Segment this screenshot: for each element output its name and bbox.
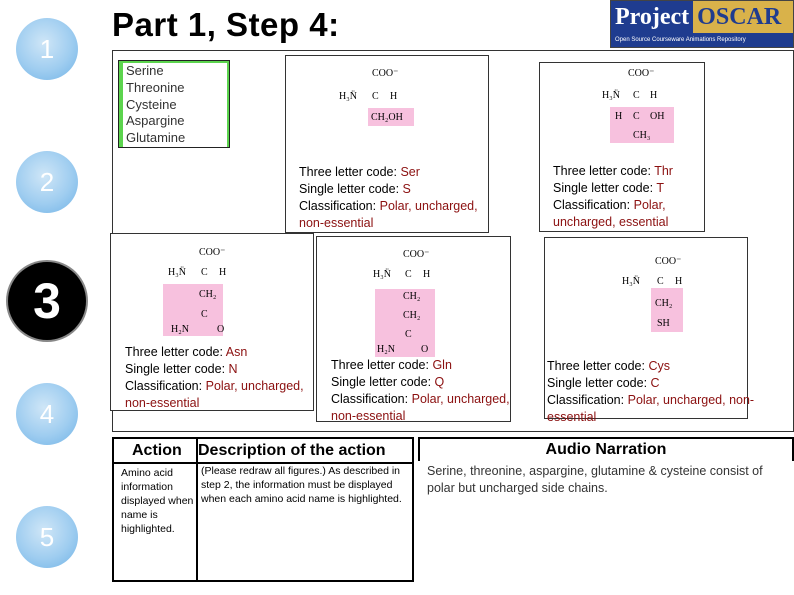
column-divider (196, 439, 198, 580)
glutamine-card: COO⁻ H₃N̈ C H CH₂ CH₂ C H₂N O Three lett… (316, 236, 511, 423)
step-2-badge: 2 (16, 151, 78, 213)
side-chain-highlight (375, 289, 435, 357)
alpha-carbon: C (657, 276, 664, 287)
serine-info: Three letter code: Ser Single letter cod… (299, 165, 478, 230)
step-number: 1 (39, 33, 55, 64)
three-letter-code: Ser (400, 165, 420, 179)
classification: Polar, uncharged, non-essential (299, 199, 478, 230)
step-number: 3 (33, 273, 61, 329)
step-number: 4 (39, 398, 55, 429)
hydroxyl-group: OH (650, 111, 665, 122)
amino-group: H₃N̈ (373, 269, 391, 280)
action-header: Action (132, 442, 182, 459)
single-letter-code: T (656, 181, 664, 195)
step-4-badge: 4 (16, 383, 78, 445)
logo-word-project: Project (611, 1, 694, 33)
asparagine-info: Three letter code: Asn Single letter cod… (125, 345, 304, 410)
hydrogen-atom: H (219, 267, 227, 278)
amino-group: H₃N̈ (168, 267, 186, 278)
header-divider (114, 462, 412, 464)
classification: Polar, uncharged, non-essential (547, 393, 755, 424)
methyl-group: CH₃ (633, 130, 651, 141)
amino-list-item-serine[interactable]: Serine (121, 63, 227, 80)
amino-list-item-aspargine[interactable]: Aspargine (121, 113, 227, 131)
side-chain-highlight (368, 108, 414, 126)
three-letter-code: Thr (654, 164, 673, 178)
amino-list-item-cysteine[interactable]: Cysteine (121, 96, 227, 114)
action-text: Amino acid information displayed when na… (121, 467, 194, 535)
step-number: 5 (39, 521, 55, 552)
classification: Polar, uncharged, non-essential (125, 379, 304, 410)
alpha-carbon: C (372, 91, 379, 102)
audio-narration-text: Serine, threonine, aspargine, glutamine … (427, 464, 763, 495)
glutamine-info: Three letter code: Gln Single letter cod… (331, 358, 510, 423)
carboxyl-group: COO⁻ (628, 68, 655, 79)
audio-narration-header: Audio Narration (545, 441, 667, 458)
side-chain-ch2oh: CH₂OH (371, 112, 403, 123)
amino-group: H₃N̈ (339, 91, 357, 102)
alpha-carbon: C (405, 269, 412, 280)
amino-group: H₃N̈ (622, 276, 640, 287)
action-table: Action Description of the action Amino a… (112, 437, 414, 582)
step-number: 2 (39, 166, 55, 197)
amide-carbon: C (201, 309, 208, 320)
single-letter-code: N (228, 362, 238, 376)
description-text: (Please redraw all figures.) As describe… (201, 465, 402, 505)
carboxyl-group: COO⁻ (655, 256, 682, 267)
cysteine-card: COO⁻ H₃N̈ C H CH₂ SH Three letter code: … (544, 237, 754, 424)
carboxyl-group: COO⁻ (199, 247, 226, 258)
classification: Polar, uncharged, non-essential (331, 392, 510, 423)
three-letter-code: Cys (648, 359, 670, 373)
step-5-badge: 5 (16, 506, 78, 568)
classification: Polar, uncharged, essential (553, 198, 669, 229)
carboxyl-group: COO⁻ (372, 68, 399, 79)
carboxyl-group: COO⁻ (403, 249, 430, 260)
methylene-group: CH₂ (403, 310, 421, 321)
asparagine-card: COO⁻ H₃N̈ C H CH₂ C H₂N O Three letter c… (110, 233, 314, 411)
hydrogen-atom: H (615, 111, 623, 122)
amino-acid-list: Serine Threonine Cysteine Aspargine Glut… (118, 60, 230, 148)
amide-nitrogen: H₂N (377, 344, 395, 355)
methylene-group: CH₂ (655, 298, 673, 309)
audio-narration-header-box: Audio Narration (418, 437, 794, 461)
hydrogen-atom: H (423, 269, 431, 280)
threonine-card: COO⁻ H₃N̈ C H H C OH CH₃ Three letter co… (539, 62, 705, 232)
threonine-info: Three letter code: Thr Single letter cod… (553, 164, 673, 229)
single-letter-code: Q (434, 375, 445, 389)
amino-list-item-glutamine[interactable]: Glutamine (121, 130, 227, 147)
side-chain-highlight (163, 284, 223, 336)
step-3-badge: 3 (8, 262, 86, 340)
side-chain-highlight (651, 288, 683, 332)
single-letter-code: C (650, 376, 660, 390)
description-header: Description of the action (198, 442, 386, 459)
carbonyl-oxygen: O (421, 344, 429, 355)
single-letter-code: S (402, 182, 411, 196)
side-chain-highlight (610, 107, 674, 143)
amide-nitrogen: H₂N (171, 324, 189, 335)
thiol-group: SH (657, 318, 670, 329)
alpha-carbon: C (633, 90, 640, 101)
amino-group: H₃N̈ (602, 90, 620, 101)
three-letter-code: Asn (225, 345, 248, 359)
amide-carbon: C (405, 329, 412, 340)
logo-tagline: Open Source Courseware Animations Reposi… (611, 33, 793, 47)
cysteine-info: Three letter code: Cys Single letter cod… (547, 359, 755, 424)
serine-card: COO⁻ H₃N̈ C H CH₂OH Three letter code: S… (285, 55, 489, 233)
page-title: Part 1, Step 4: (112, 6, 340, 43)
logo-word-oscar: OSCAR (693, 1, 793, 33)
hydrogen-atom: H (390, 91, 398, 102)
hydrogen-atom: H (650, 90, 658, 101)
three-letter-code: Gln (432, 358, 452, 372)
methylene-group: CH₂ (199, 289, 217, 300)
alpha-carbon: C (201, 267, 208, 278)
beta-carbon: C (633, 111, 640, 122)
step-1-badge: 1 (16, 18, 78, 80)
hydrogen-atom: H (675, 276, 683, 287)
carbonyl-oxygen: O (217, 324, 225, 335)
amino-list-item-threonine[interactable]: Threonine (121, 79, 227, 97)
methylene-group: CH₂ (403, 291, 421, 302)
